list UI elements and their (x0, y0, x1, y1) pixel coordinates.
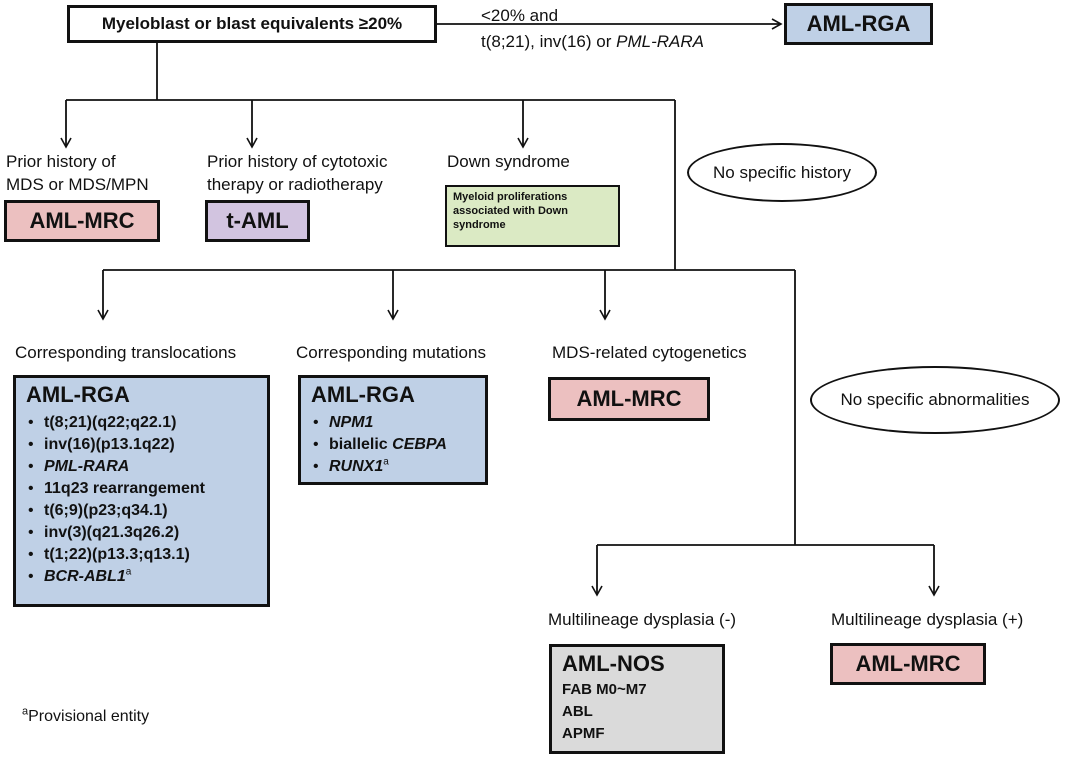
prior-mds-aml-mrc-box: AML-MRC (4, 200, 160, 242)
mutation-item-prefix: biallelic (329, 436, 393, 453)
translocation-item: inv(16)(p13.1q22) (26, 434, 257, 456)
translocation-item-italic: BCR-ABL1 (44, 568, 126, 585)
down-syndrome-box-label: Myeloid proliferations associated with D… (453, 191, 568, 231)
prior-therapy-label-line1: Prior history of cytotoxic (207, 152, 388, 171)
dysplasia-positive-aml-mrc-box: AML-MRC (830, 643, 986, 685)
footnote: aProvisional entity (22, 706, 149, 728)
translocation-item-italic: PML-RARA (44, 458, 130, 475)
prior-mds-label-line2: MDS or MDS/MPN (6, 175, 149, 194)
mutations-list: NPM1 biallelic CEBPA RUNX1a (311, 412, 475, 478)
translocation-item: inv(3)(q21.3q26.2) (26, 522, 257, 544)
dysplasia-positive-label: Multilineage dysplasia (+) (831, 610, 1024, 629)
prior-mds-label-line1: Prior history of (6, 152, 116, 171)
translocation-item: t(8;21)(q22;q22.1) (26, 412, 257, 434)
aml-nos-line: ABL (562, 703, 593, 720)
aml-nos-line: APMF (562, 725, 605, 742)
translocation-item: t(6;9)(p23;q34.1) (26, 500, 257, 522)
prior-mds-aml-mrc-label: AML-MRC (29, 208, 135, 233)
translocation-item: 11q23 rearrangement (26, 478, 257, 500)
translocation-item: PML-RARA (26, 456, 257, 478)
mutations-box-title: AML-RGA (311, 382, 415, 407)
footnote-marker: a (22, 705, 29, 718)
t-aml-box: t-AML (205, 200, 310, 242)
translocation-item: t(1;22)(p13.3;q13.1) (26, 544, 257, 566)
translocations-box-title: AML-RGA (26, 382, 130, 407)
shortcut-aml-rga-label: AML-RGA (806, 11, 911, 36)
aml-nos-box: AML-NOS FAB M0~M7 ABL APMF (549, 644, 725, 754)
shortcut-condition-line2: t(8;21), inv(16) or PML-RARA (481, 31, 704, 53)
down-syndrome-label: Down syndrome (447, 152, 570, 171)
mutation-item-italic: RUNX1 (329, 458, 384, 475)
root-criterion-label: Myeloblast or blast equivalents ≥20% (101, 14, 403, 33)
shortcut-condition-gene: PML-RARA (616, 32, 704, 51)
translocations-label: Corresponding translocations (15, 343, 237, 362)
shortcut-condition-prefix: t(8;21), inv(16) or (481, 32, 617, 51)
provisional-footnote-marker: a (125, 566, 132, 578)
footnote-text: Provisional entity (28, 708, 150, 725)
shortcut-condition-line1: <20% and (481, 6, 559, 25)
no-specific-history-label: No specific history (713, 162, 851, 182)
no-specific-history-oval: No specific history (687, 143, 877, 202)
dysplasia-negative-label: Multilineage dysplasia (-) (548, 610, 737, 629)
root-criterion-box: Myeloblast or blast equivalents ≥20% (67, 5, 437, 43)
mutation-item: biallelic CEBPA (311, 434, 475, 456)
dysplasia-positive-aml-mrc-label: AML-MRC (855, 651, 961, 676)
shortcut-aml-rga-box: AML-RGA (784, 3, 933, 45)
aml-nos-line: FAB M0~M7 (562, 681, 647, 698)
mutation-item-italic: CEBPA (392, 436, 447, 453)
provisional-footnote-marker: a (383, 456, 389, 468)
mutation-item: RUNX1a (311, 456, 475, 478)
mds-cytogenetics-aml-mrc-box: AML-MRC (548, 377, 710, 421)
mutations-label: Corresponding mutations (296, 343, 486, 362)
prior-therapy-label-line2: therapy or radiotherapy (207, 175, 383, 194)
no-specific-abnormalities-oval: No specific abnormalities (810, 366, 1060, 434)
mutations-aml-rga-box: AML-RGA NPM1 biallelic CEBPA RUNX1a (298, 375, 488, 485)
translocations-list: t(8;21)(q22;q22.1) inv(16)(p13.1q22) PML… (26, 412, 257, 588)
t-aml-label: t-AML (226, 208, 289, 233)
mds-cytogenetics-label: MDS-related cytogenetics (552, 343, 747, 362)
mutation-item: NPM1 (311, 412, 475, 434)
no-specific-abnormalities-label: No specific abnormalities (840, 390, 1030, 409)
down-syndrome-box: Myeloid proliferations associated with D… (445, 185, 620, 247)
mds-cytogenetics-aml-mrc-label: AML-MRC (576, 386, 682, 411)
translocations-aml-rga-box: AML-RGA t(8;21)(q22;q22.1) inv(16)(p13.1… (13, 375, 270, 607)
translocation-item: BCR-ABL1a (26, 566, 257, 588)
mutation-item-italic: NPM1 (329, 414, 374, 431)
aml-nos-box-title: AML-NOS (562, 651, 665, 676)
